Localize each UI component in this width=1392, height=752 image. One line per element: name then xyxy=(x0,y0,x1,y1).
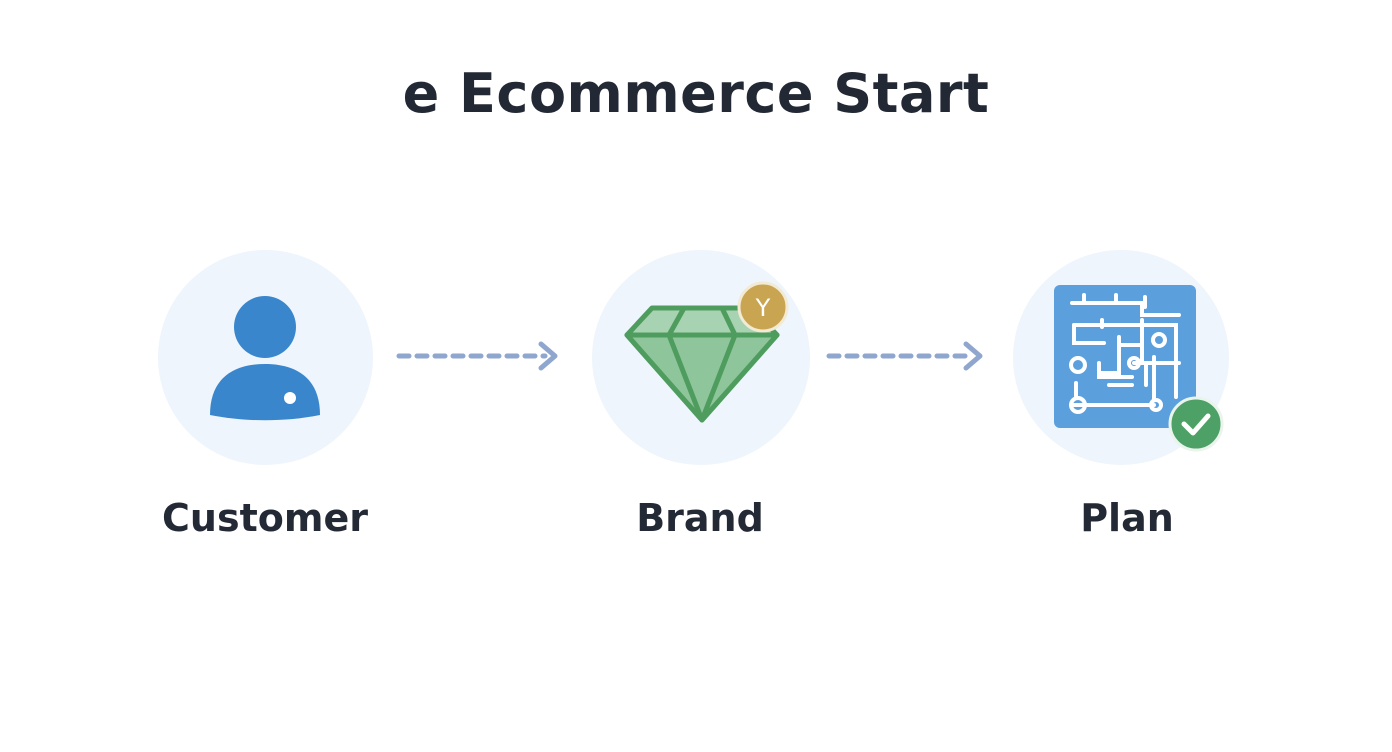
diagram-title: e Ecommerce Start xyxy=(402,62,990,125)
dashed-arrow-icon xyxy=(826,341,983,371)
dashed-arrow-icon xyxy=(396,341,558,371)
plan-label: Plan xyxy=(1080,496,1174,540)
person-icon xyxy=(210,296,320,421)
checkmark-badge-icon xyxy=(1168,396,1224,452)
y-coin-badge-icon: Y xyxy=(737,281,789,333)
customer-label: Customer xyxy=(162,496,368,540)
brand-label: Brand xyxy=(636,496,764,540)
diamond-icon xyxy=(624,305,780,423)
svg-text:Y: Y xyxy=(755,294,771,322)
blueprint-icon xyxy=(1054,285,1196,428)
